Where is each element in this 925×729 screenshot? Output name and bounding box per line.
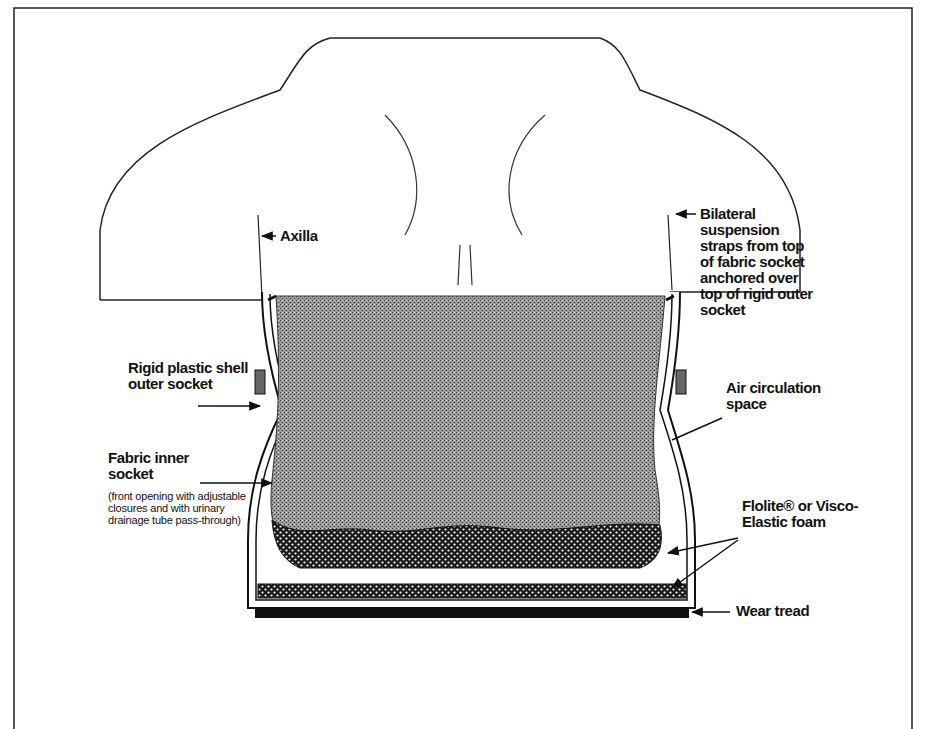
strap-buckle <box>255 370 265 394</box>
part-label: Fabric inner socket <box>108 450 208 482</box>
anatomy-label: Axilla <box>280 228 370 244</box>
axilla-line <box>258 215 262 298</box>
leader-arrow <box>668 538 738 553</box>
leader-arrow <box>262 235 276 237</box>
leader-arrow <box>676 213 696 215</box>
outer-socket <box>248 292 695 608</box>
spine-line <box>458 245 472 285</box>
leader-arrow <box>198 405 260 407</box>
part-label: Air circulation space <box>726 380 836 412</box>
scapula-line <box>509 115 545 235</box>
part-label: Wear tread <box>736 603 846 619</box>
strap-buckle <box>676 370 686 394</box>
leader-line <box>672 418 722 440</box>
part-label: Bilateral suspension straps from top of … <box>700 206 820 318</box>
part-label: Flolite® or Visco-Elastic foam <box>742 498 862 530</box>
part-note: (front opening with adjustable closures … <box>108 490 258 526</box>
wear-tread <box>255 607 689 618</box>
outer-socket-inner-wall <box>256 294 687 600</box>
arm-outline <box>100 299 262 301</box>
foam-pad <box>258 584 686 598</box>
part-label: Rigid plastic shell outer socket <box>128 360 248 392</box>
leader-arrow <box>200 482 272 484</box>
fabric-inner-socket <box>271 296 665 560</box>
leader-arrow <box>672 540 738 588</box>
torso-outline <box>100 38 800 300</box>
frame <box>14 8 912 729</box>
scapula-line <box>385 115 417 235</box>
axilla-line <box>668 215 672 290</box>
leader-arrow <box>692 611 730 613</box>
foam-cup <box>272 520 661 568</box>
